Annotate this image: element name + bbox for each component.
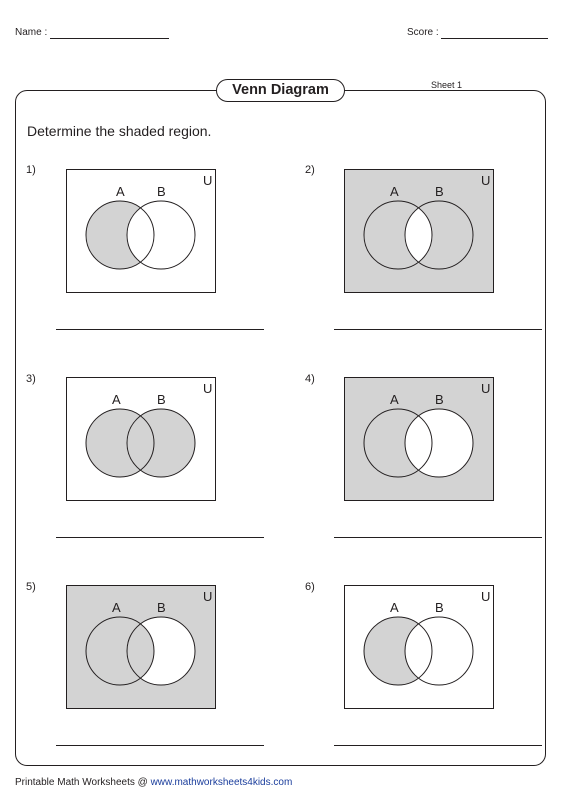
set-a-circle [363, 616, 433, 686]
set-a-label: A [390, 392, 399, 407]
set-b-circle [404, 200, 474, 270]
shaded-region [364, 617, 432, 685]
answer-line-3[interactable] [56, 537, 264, 538]
problem-5-number: 5) [26, 581, 36, 593]
universe-label: U [481, 589, 490, 604]
set-a-label: A [112, 392, 121, 407]
venn-diagram-3: A B U [66, 377, 216, 501]
set-b-label: B [157, 392, 166, 407]
answer-line-5[interactable] [56, 745, 264, 746]
set-b-circle [126, 616, 196, 686]
unshaded-region [405, 201, 432, 269]
universe-label: U [203, 381, 212, 396]
universe-label: U [481, 173, 490, 188]
unshaded-region [127, 617, 195, 685]
set-a-circle [363, 200, 433, 270]
problem-6-number: 6) [305, 581, 315, 593]
shaded-region-b [127, 409, 195, 477]
venn-diagram-2: A B U [344, 169, 494, 293]
set-a-circle [85, 408, 155, 478]
set-b-circle [404, 408, 474, 478]
venn-diagram-1: A B U [66, 169, 216, 293]
set-b-circle [126, 408, 196, 478]
score-label: Score : [407, 27, 439, 38]
unshaded-region [405, 409, 473, 477]
name-field[interactable] [50, 38, 169, 39]
set-b-label: B [157, 600, 166, 615]
set-a-circle [85, 200, 155, 270]
venn-diagram-4: A B U [344, 377, 494, 501]
set-b-label: B [435, 392, 444, 407]
set-a-label: A [390, 600, 399, 615]
answer-line-6[interactable] [334, 745, 542, 746]
venn-diagram-5: A B U [66, 585, 216, 709]
set-b-label: B [157, 184, 166, 199]
problem-2-number: 2) [305, 164, 315, 176]
answer-line-2[interactable] [334, 329, 542, 330]
score-field[interactable] [441, 38, 548, 39]
problem-4-number: 4) [305, 373, 315, 385]
set-a-circle [85, 616, 155, 686]
set-a-label: A [390, 184, 399, 199]
universe-label: U [203, 589, 212, 604]
footer-link[interactable]: www.mathworksheets4kids.com [150, 777, 293, 788]
set-b-label: B [435, 600, 444, 615]
universe-label: U [203, 173, 212, 188]
problem-1-number: 1) [26, 164, 36, 176]
worksheet-title: Venn Diagram [216, 79, 345, 102]
set-b-circle [404, 616, 474, 686]
set-b-circle [126, 200, 196, 270]
set-b-label: B [435, 184, 444, 199]
venn-diagram-6: A B U [344, 585, 494, 709]
universe-label: U [481, 381, 490, 396]
sheet-label: Sheet 1 [431, 80, 463, 90]
answer-line-4[interactable] [334, 537, 542, 538]
problem-3-number: 3) [26, 373, 36, 385]
name-label: Name : [15, 27, 48, 38]
answer-line-1[interactable] [56, 329, 264, 330]
instruction-text: Determine the shaded region. [27, 123, 212, 139]
set-a-label: A [112, 600, 121, 615]
set-a-label: A [116, 184, 125, 199]
footer-text: Printable Math Worksheets @ [15, 777, 151, 788]
shaded-region [86, 201, 154, 269]
footer: Printable Math Worksheets @ www.mathwork… [15, 777, 292, 788]
set-a-circle [363, 408, 433, 478]
